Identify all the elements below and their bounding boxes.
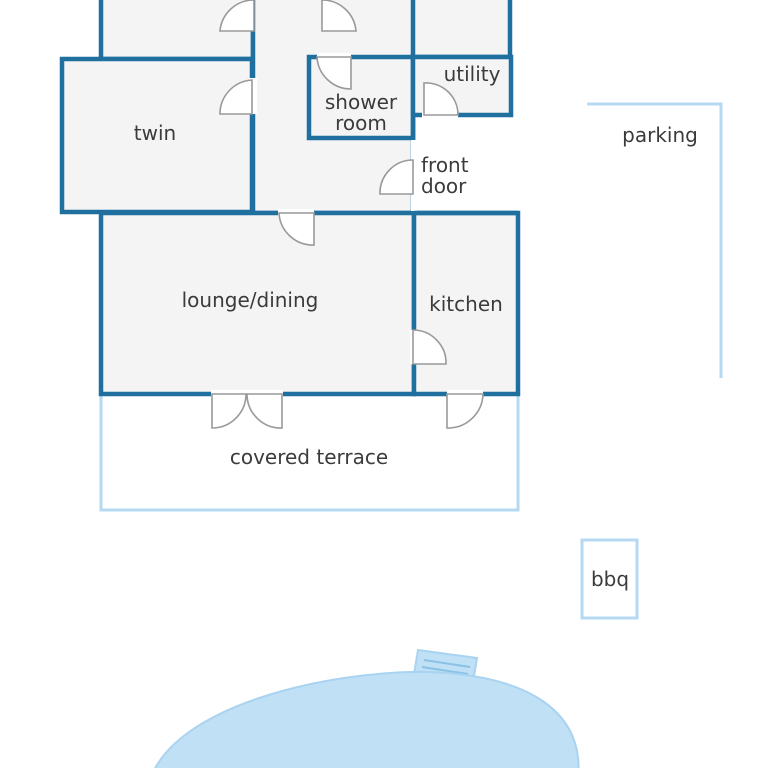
door-utility[interactable] xyxy=(423,82,459,116)
door-shower[interactable] xyxy=(316,56,352,90)
label-kitchen: kitchen xyxy=(429,292,503,316)
label-front-line1: front xyxy=(421,153,469,177)
covered-terrace-outline xyxy=(99,395,520,512)
label-twin: twin xyxy=(134,121,176,145)
label-parking: parking xyxy=(622,123,698,147)
door-kitchen-inner[interactable] xyxy=(412,329,447,365)
label-lounge-dining: lounge/dining xyxy=(182,288,319,312)
door-lounge-hall[interactable] xyxy=(278,212,315,246)
door-terrace-right[interactable] xyxy=(246,393,283,429)
door-twin[interactable] xyxy=(219,79,253,115)
label-bbq: bbq xyxy=(591,567,629,591)
label-front-line2: door xyxy=(421,174,467,198)
label-shower-line2: room xyxy=(335,111,387,135)
bbq-outline xyxy=(580,538,639,620)
label-covered-terrace: covered terrace xyxy=(230,445,388,469)
label-shower-line1: shower xyxy=(325,90,398,114)
parking-outline xyxy=(587,102,723,378)
room-twin xyxy=(59,56,255,215)
door-terrace-left[interactable] xyxy=(211,393,247,429)
label-utility: utility xyxy=(444,62,501,86)
door-kitchen-terrace[interactable] xyxy=(446,393,484,429)
door-front[interactable] xyxy=(379,159,414,195)
pool-body xyxy=(154,670,580,768)
room-lounge-dining xyxy=(98,210,417,397)
door-top-arch[interactable] xyxy=(219,0,357,32)
pool xyxy=(154,648,580,768)
